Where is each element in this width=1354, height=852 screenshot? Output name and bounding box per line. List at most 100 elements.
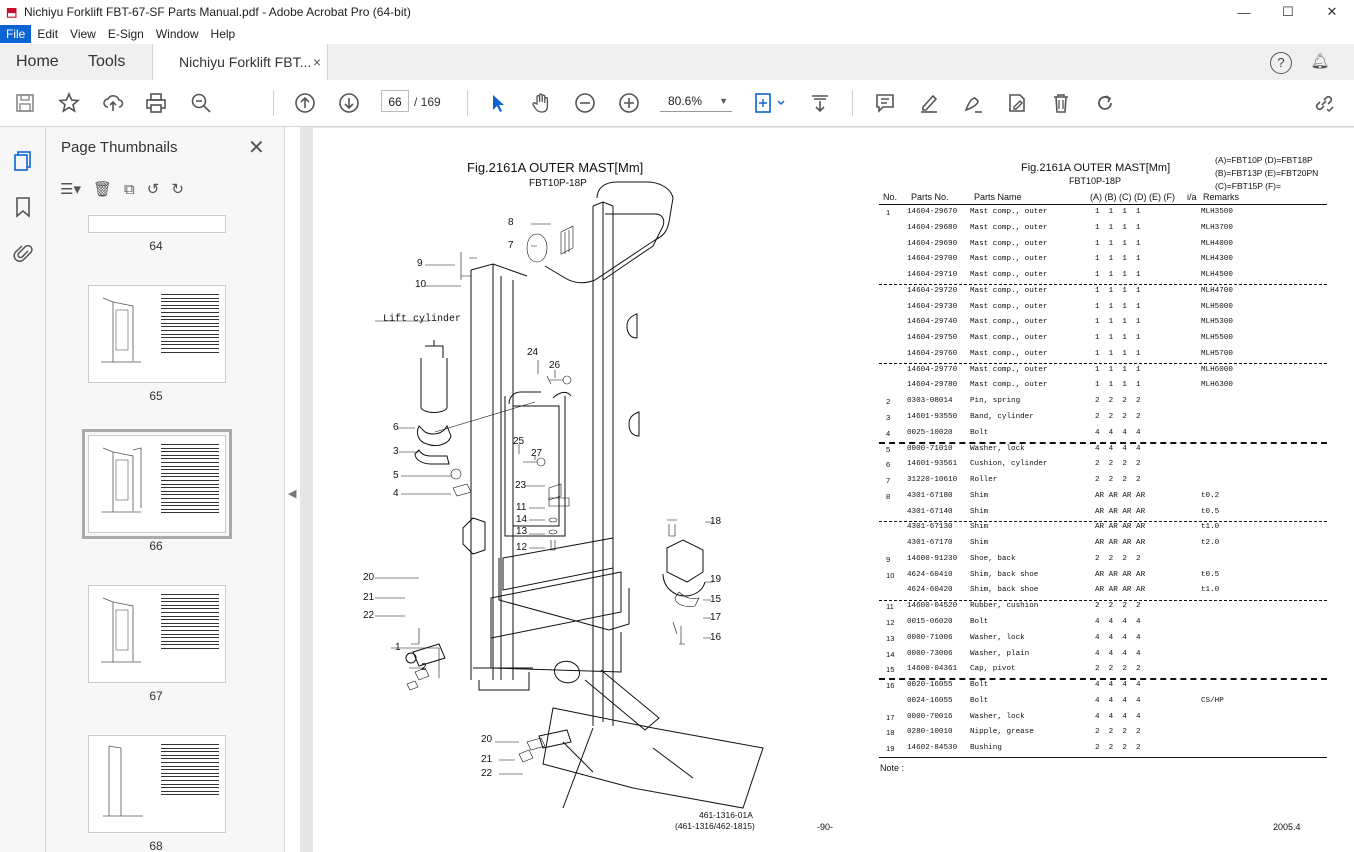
zoom-level-select[interactable]: 80.6%▼ — [660, 90, 732, 112]
column-header-no: No. — [883, 192, 898, 202]
cell-parts-no: 0000-73006 — [907, 649, 953, 658]
cell-parts-no: 14604-29700 — [907, 255, 958, 264]
collapse-panel-icon[interactable]: ◀ — [288, 488, 297, 500]
cell-no: 10 — [886, 570, 895, 580]
cell-quantity: 1 1 1 1 — [1095, 318, 1141, 327]
cell-remarks: MLH4500 — [1201, 271, 1233, 280]
comment-icon[interactable] — [873, 91, 897, 115]
cell-parts-name: Washer, lock — [970, 712, 1025, 721]
fill-sign-icon[interactable] — [1005, 91, 1029, 115]
menu-file[interactable]: File — [0, 25, 32, 43]
close-panel-icon[interactable]: ✕ — [248, 137, 265, 159]
title-bar: ⬒ Nichiyu Forklift FBT-67-SF Parts Manua… — [0, 0, 1354, 24]
cell-quantity: 1 1 1 1 — [1095, 286, 1141, 295]
rotate-clockwise-icon[interactable]: ↻ — [171, 181, 184, 198]
cell-quantity: 1 1 1 1 — [1095, 271, 1141, 280]
menu-edit[interactable]: Edit — [37, 27, 59, 41]
cell-quantity: 4 4 4 4 — [1095, 428, 1141, 437]
bookmarks-icon[interactable] — [11, 195, 35, 219]
share-link-icon[interactable] — [1312, 91, 1336, 115]
cell-parts-name: Bolt — [970, 428, 989, 437]
menu-esign[interactable]: E-Sign — [107, 27, 144, 41]
hand-tool-icon[interactable] — [529, 91, 553, 115]
toolbar-separator — [852, 90, 853, 116]
callout: 20 — [481, 734, 493, 745]
highlight-pen-icon[interactable] — [917, 91, 941, 115]
extract-pages-icon[interactable]: ⧉ — [124, 180, 135, 198]
zoom-out-icon[interactable] — [573, 91, 597, 115]
cell-parts-name: Mast comp., outer — [970, 286, 1048, 295]
callout: 13 — [516, 526, 528, 537]
delete-trash-icon[interactable] — [1049, 91, 1073, 115]
page-thumbnail-67[interactable] — [88, 585, 226, 683]
page-thumbnail-68[interactable] — [88, 735, 226, 833]
attachments-paperclip-icon[interactable] — [11, 241, 35, 265]
next-page-icon[interactable] — [337, 91, 361, 115]
page-thumbnail-65[interactable] — [88, 285, 226, 383]
thumbnail-label: 65 — [149, 389, 163, 403]
page-number-input[interactable]: 66 — [381, 90, 409, 112]
cell-parts-name: Cap, pivot — [970, 665, 1016, 674]
group-separator — [879, 678, 1327, 680]
bookmark-star-icon[interactable] — [57, 91, 81, 115]
save-icon[interactable] — [13, 91, 37, 115]
page-thumbnails-icon[interactable] — [11, 149, 35, 173]
cell-parts-no: 0000-71010 — [907, 444, 953, 453]
cell-parts-name: Washer, lock — [970, 633, 1025, 642]
thumbnail-options-icon[interactable]: ☰▾ — [60, 181, 81, 198]
help-icon[interactable]: ? — [1270, 52, 1292, 74]
zoom-in-icon[interactable] — [617, 91, 641, 115]
close-window-button[interactable]: ✕ — [1326, 4, 1338, 19]
fit-page-icon[interactable] — [753, 91, 789, 115]
cell-parts-no: 14602-84530 — [907, 744, 958, 753]
tab-bar: Home Tools Nichiyu Forklift FBT... × ? 🔔… — [0, 44, 1354, 81]
menu-view[interactable]: View — [70, 27, 96, 41]
tab-document[interactable]: Nichiyu Forklift FBT... × — [152, 44, 328, 81]
page-thumbnail-64[interactable] — [88, 215, 226, 233]
callout: 22 — [363, 610, 375, 621]
cell-quantity: 4 4 4 4 — [1095, 696, 1141, 705]
cell-no: 4 — [886, 428, 891, 438]
share-upload-icon[interactable] — [101, 91, 125, 115]
delete-pages-icon[interactable]: 🗑︎ — [92, 181, 113, 198]
page-thumbnail-66[interactable] — [82, 429, 232, 539]
main-toolbar — [0, 80, 1354, 127]
cell-parts-name: Roller — [970, 476, 998, 485]
thumbnail-toolbar: ☰▾ 🗑︎ ⧉ ↺ ↻ — [60, 177, 184, 201]
group-separator — [879, 284, 1327, 285]
cell-parts-no: 14600-91230 — [907, 554, 958, 563]
cell-quantity: 2 2 2 2 — [1095, 476, 1141, 485]
lift-cylinder-label: Lift cylinder — [383, 313, 461, 325]
column-header-remarks: Remarks — [1203, 192, 1240, 202]
chevron-down-icon: ▼ — [719, 96, 728, 106]
sign-pen-icon[interactable] — [961, 91, 985, 115]
print-icon[interactable] — [144, 91, 168, 115]
tab-home[interactable]: Home — [16, 53, 59, 70]
tab-tools[interactable]: Tools — [88, 53, 126, 70]
cell-parts-name: Mast comp., outer — [970, 334, 1048, 343]
rotate-counterclockwise-icon[interactable]: ↺ — [146, 181, 160, 198]
rotate-clockwise-icon[interactable] — [1093, 91, 1117, 115]
previous-page-icon[interactable] — [293, 91, 317, 115]
menu-help[interactable]: Help — [210, 27, 236, 41]
cell-parts-no: 14604-29680 — [907, 223, 958, 232]
cell-parts-no: 0020-16055 — [907, 681, 953, 690]
notifications-bell-icon[interactable]: 🔔︎ — [1310, 53, 1330, 70]
menu-window[interactable]: Window — [155, 27, 199, 41]
select-cursor-icon[interactable] — [485, 91, 509, 115]
cell-quantity: 4 4 4 4 — [1095, 712, 1141, 721]
cell-parts-no: 14604-29730 — [907, 302, 958, 311]
tab-close-icon[interactable]: × — [312, 54, 321, 70]
scroll-mode-icon[interactable] — [808, 91, 832, 115]
callout: 22 — [481, 768, 493, 779]
zoom-search-icon[interactable] — [189, 91, 213, 115]
maximize-button[interactable]: ☐ — [1282, 4, 1294, 19]
cell-parts-no: 0025-10020 — [907, 428, 953, 437]
model-legend-line: (B)=FBT13P (E)=FBT20PN — [1215, 168, 1319, 178]
cell-parts-name: Shim — [970, 491, 989, 500]
cell-parts-no: 4301-67170 — [907, 539, 953, 548]
callout: 16 — [710, 632, 722, 643]
minimize-button[interactable]: — — [1237, 4, 1251, 20]
cell-parts-no: 4301-67180 — [907, 491, 953, 500]
model-legend-line: (C)=FBT15P (F)= — [1215, 181, 1281, 191]
